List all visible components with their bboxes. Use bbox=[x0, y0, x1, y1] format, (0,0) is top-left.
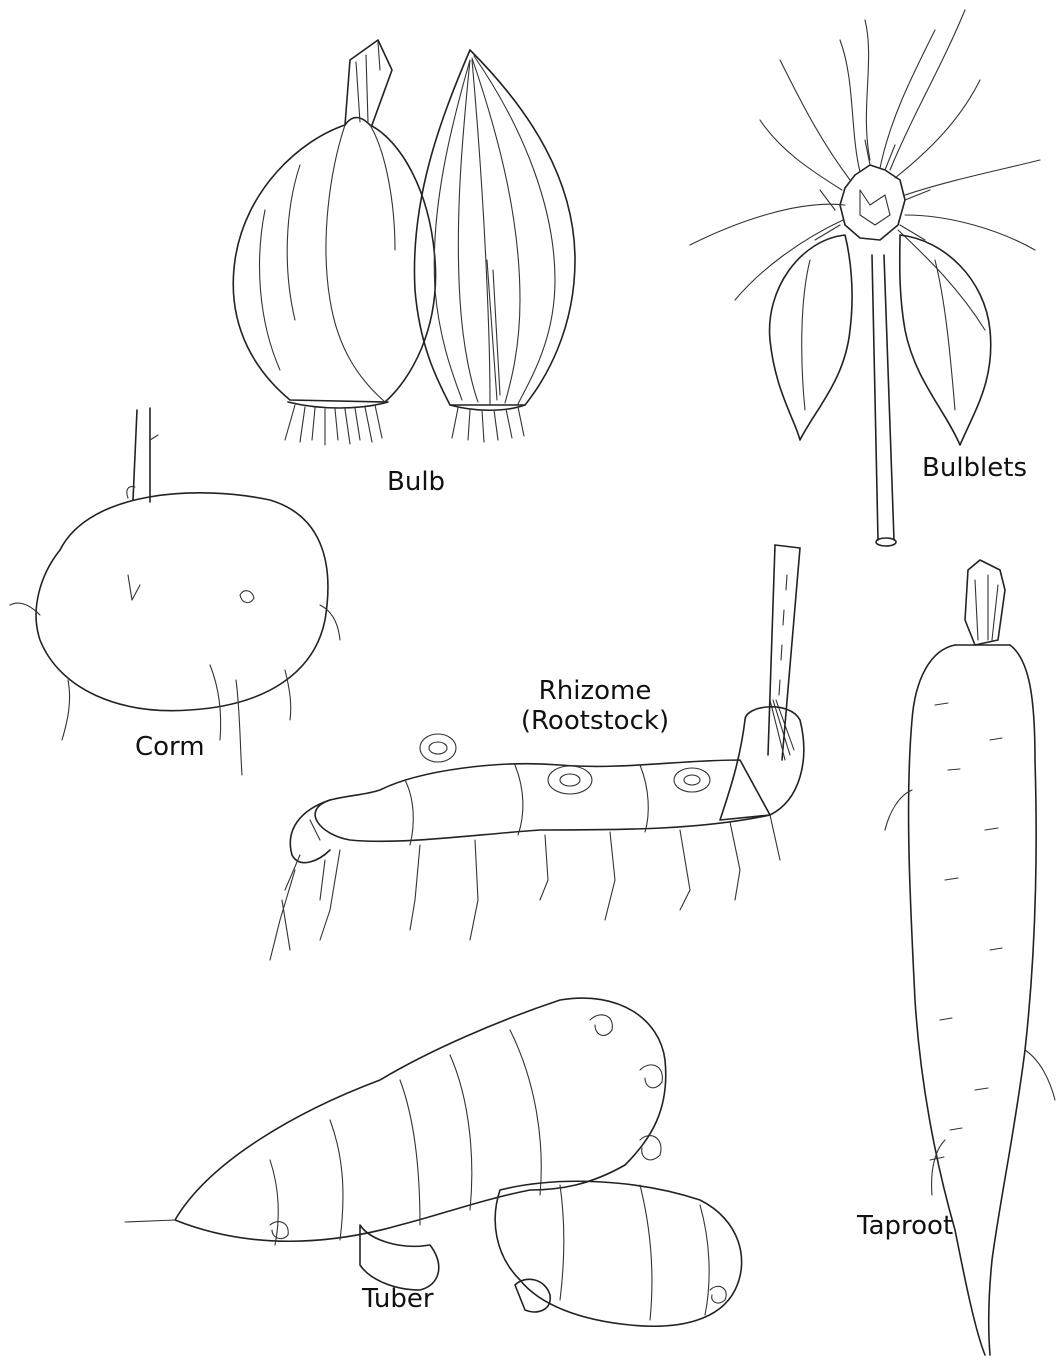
bulb-drawing bbox=[233, 40, 575, 445]
tuber-label: Tuber bbox=[362, 1284, 434, 1314]
tuber-drawing bbox=[125, 998, 742, 1326]
rhizome-drawing bbox=[270, 545, 804, 960]
taproot-label: Taproot bbox=[857, 1211, 953, 1241]
rhizome-label-line2: (Rootstock) bbox=[510, 706, 680, 736]
bulb-label: Bulb bbox=[387, 467, 445, 497]
rhizome-label-line1: Rhizome bbox=[510, 676, 680, 706]
bulblets-label: Bulblets bbox=[922, 453, 1027, 483]
corm-drawing bbox=[10, 408, 340, 775]
rhizome-label: Rhizome (Rootstock) bbox=[510, 676, 680, 736]
corm-label: Corm bbox=[135, 732, 205, 762]
